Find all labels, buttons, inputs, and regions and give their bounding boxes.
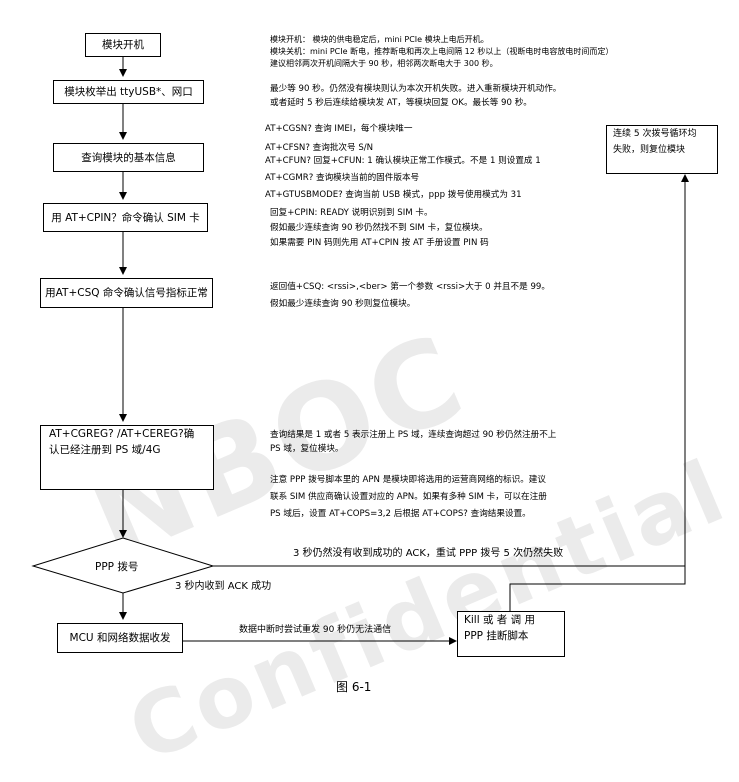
ppp-decision-diamond — [31, 537, 215, 594]
note-csq-line: 假如最少连续查询 90 秒则复位模块。 — [270, 299, 416, 309]
note-boot: 模块开机： 模块的供电稳定后，mini PCIe 模块上电后开机。 模块关机：m… — [270, 34, 613, 70]
flow-connectors — [31, 57, 689, 645]
note-apn-line: 联系 SIM 供应商确认设置对应的 APN。如果有多种 SIM 卡，可以在注册 — [270, 492, 547, 502]
ppp-decision-label: PPP 拨号 — [95, 561, 139, 573]
note-creg-line: PS 域，复位模块。 — [270, 444, 344, 454]
note-info-line: AT+CFUN? 回复+CFUN: 1 确认模块正常工作模式。不是 1 则设置成… — [265, 156, 541, 166]
arrow-kill-reset — [509, 566, 686, 611]
figure-caption: 图 6-1 — [336, 680, 372, 694]
note-apn: 注意 PPP 拨号脚本里的 APN 是模块即将选用的运营商网络的标识。建议 联系… — [270, 472, 547, 523]
data-retry-label: 数据中断时尝试重发 90 秒仍无法通信 — [239, 625, 392, 635]
csq-step: 用AT+CSQ 命令确认信号指标正常 — [40, 278, 213, 308]
cpin-step: 用 AT+CPIN？命令确认 SIM 卡 — [43, 203, 208, 232]
note-boot-line: 模块关机：mini PCIe 断电，推荐断电和再次上电间隔 12 秒以上（视断电… — [270, 47, 614, 56]
kill-step-line2: PPP 挂断脚本 — [464, 630, 529, 642]
creg-step-line1: AT+CGREG? /AT+CEREG?确 — [49, 428, 195, 440]
boot-step: 模块开机 — [85, 33, 161, 57]
note-apn-line: PS 域后，设置 AT+COPS=3,2 后根据 AT+COPS? 查询结果设置… — [270, 509, 531, 519]
ppp-fail-label: 3 秒仍然没有收到成功的 ACK，重试 PPP 拨号 5 次仍然失败 — [293, 548, 564, 559]
note-csq: 返回值+CSQ: <rssi>,<ber> 第一个参数 <rssi>大于 0 并… — [270, 279, 550, 313]
note-boot-line: 建议相邻两次开机间隔大于 90 秒，相邻两次断电大于 300 秒。 — [270, 59, 498, 68]
reset-step-line1: 连续 5 次拨号循环均 — [613, 129, 697, 139]
note-enum-line: 最少等 90 秒。仍然没有模块则认为本次开机失败。进入重新模块开机动作。 — [270, 84, 562, 94]
note-creg-line: 查询结果是 1 或者 5 表示注册上 PS 域，连续查询超过 90 秒仍然注册不… — [270, 430, 557, 440]
note-cpin: 回复+CPIN: READY 说明识别到 SIM 卡。 假如最少连续查询 90 … — [270, 206, 489, 251]
mcu-step: MCU 和网络数据收发 — [57, 623, 183, 653]
note-info-line: AT+CGSN? 查询 IMEI，每个模块唯一 — [265, 124, 413, 134]
note-cpin-line: 假如最少连续查询 90 秒仍然找不到 SIM 卡，复位模块。 — [270, 223, 488, 233]
note-creg: 查询结果是 1 或者 5 表示注册上 PS 域，连续查询超过 90 秒仍然注册不… — [270, 428, 556, 456]
note-apn-line: 注意 PPP 拨号脚本里的 APN 是模块即将选用的运营商网络的标识。建议 — [270, 475, 546, 485]
note-enum: 最少等 90 秒。仍然没有模块则认为本次开机失败。进入重新模块开机动作。 或者延… — [270, 82, 561, 110]
reset-step: 连续 5 次拨号循环均 失败，则复位模块 — [606, 125, 718, 174]
note-info: AT+CGSN? 查询 IMEI，每个模块唯一 AT+CFSN? 查询批次号 S… — [265, 123, 541, 202]
kill-step: Kill 或 者 调 用 PPP 挂断脚本 — [457, 611, 565, 657]
note-csq-line: 返回值+CSQ: <rssi>,<ber> 第一个参数 <rssi>大于 0 并… — [270, 282, 550, 292]
ack-success-label: 3 秒内收到 ACK 成功 — [175, 581, 272, 592]
creg-step-line2: 认已经注册到 PS 域/4G — [49, 444, 161, 456]
note-cpin-line: 回复+CPIN: READY 说明识别到 SIM 卡。 — [270, 208, 433, 218]
note-info-line: AT+GTUSBMODE? 查询当前 USB 模式，ppp 拨号使用模式为 31 — [265, 190, 522, 200]
creg-step: AT+CGREG? /AT+CEREG?确 认已经注册到 PS 域/4G — [40, 425, 214, 490]
enum-step: 模块枚举出 ttyUSB*、网口 — [53, 80, 204, 104]
note-info-line: AT+CGMR? 查询模块当前的固件版本号 — [265, 173, 420, 183]
note-info-line: AT+CFSN? 查询批次号 S/N — [265, 143, 374, 153]
note-cpin-line: 如果需要 PIN 码则先用 AT+CPIN 按 AT 手册设置 PIN 码 — [270, 238, 489, 248]
note-boot-line: 模块开机： 模块的供电稳定后，mini PCIe 模块上电后开机。 — [270, 35, 489, 44]
kill-step-line1: Kill 或 者 调 用 — [464, 614, 535, 626]
note-enum-line: 或者延时 5 秒后连续给模块发 AT，等模块回复 OK。最长等 90 秒。 — [270, 98, 532, 108]
query-info-step: 查询模块的基本信息 — [53, 143, 204, 172]
reset-step-line2: 失败，则复位模块 — [613, 145, 686, 155]
